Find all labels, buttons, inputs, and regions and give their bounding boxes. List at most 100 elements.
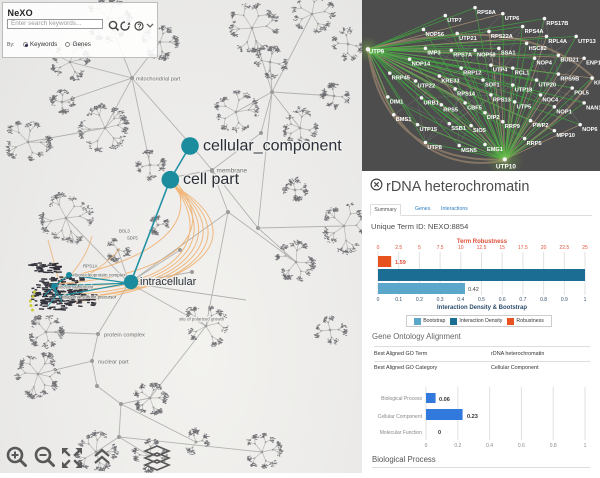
svg-text:Biological Process: Biological Process [381,396,422,402]
svg-text:site of polarized growth: site of polarized growth [179,317,225,322]
svg-text:0: 0 [425,443,428,449]
svg-text:RPS14: RPS14 [457,91,476,97]
svg-text:0.3: 0.3 [437,297,444,303]
svg-text:POL5: POL5 [574,90,589,96]
svg-text:0.9: 0.9 [561,297,568,303]
svg-text:UTP9: UTP9 [369,49,385,55]
svg-text:?: ? [137,23,141,30]
svg-text:UTP20: UTP20 [539,82,557,88]
svg-text:NOP1: NOP1 [556,109,571,115]
svg-text:UTP22: UTP22 [418,83,436,89]
svg-text:nuclear part: nuclear part [98,360,129,366]
svg-text:0: 0 [438,430,441,436]
svg-text:mitochondrial part: mitochondrial part [136,77,181,83]
svg-text:0.6: 0.6 [499,297,506,303]
svg-text:SSA1: SSA1 [501,51,516,57]
svg-text:RRP45: RRP45 [392,76,410,82]
svg-text:RPS8A: RPS8A [477,10,496,16]
svg-text:Interaction Density & Bootstra: Interaction Density & Bootstrap [437,305,527,311]
svg-text:NOP14: NOP14 [412,62,431,68]
svg-text:SSB1: SSB1 [451,126,466,132]
svg-text:0.8: 0.8 [550,443,557,449]
svg-text:0: 0 [377,297,380,303]
svg-text:RPS5: RPS5 [443,107,458,113]
svg-text:DIP2: DIP2 [487,115,500,121]
svg-text:UTP13: UTP13 [578,39,596,45]
svg-text:15: 15 [499,245,505,251]
svg-text:KRE: KRE [594,81,600,87]
svg-text:0.42: 0.42 [468,287,479,293]
svg-text:7.5: 7.5 [437,245,444,251]
svg-text:1: 1 [584,297,587,303]
svg-text:Cellular Component: Cellular Component [378,414,423,420]
svg-text:cellular_component: cellular_component [203,138,342,155]
svg-text:IMP3: IMP3 [427,51,440,57]
svg-text:ribosomal subunit precursor: ribosomal subunit precursor [62,295,117,300]
svg-text:UTP5: UTP5 [517,104,531,110]
svg-text:RRP12: RRP12 [463,71,481,77]
svg-text:intracellular: intracellular [140,276,197,288]
svg-text:0.23: 0.23 [467,414,478,420]
svg-text:NOP6: NOP6 [582,127,597,133]
svg-text:BOL3: BOL3 [119,229,130,234]
svg-text:0.4: 0.4 [457,297,464,303]
svg-text:0.6: 0.6 [518,443,525,449]
svg-text:BUD21: BUD21 [560,58,579,64]
svg-text:RPS17B: RPS17B [546,21,568,27]
svg-text:SDF5: SDF5 [127,236,138,241]
svg-text:CBF5: CBF5 [467,105,482,111]
svg-text:RPS9B: RPS9B [560,77,579,83]
svg-text:MSN5: MSN5 [461,148,477,154]
svg-text:Molecular Function: Molecular Function [380,430,422,436]
svg-text:KRE33: KRE33 [441,79,459,85]
svg-text:ribonucleoprotein complex: ribonucleoprotein complex [73,273,126,278]
svg-text:RCL1: RCL1 [515,71,530,77]
svg-text:RRP9: RRP9 [505,124,520,130]
svg-text:NAN1: NAN1 [586,105,600,111]
svg-text:PWP2: PWP2 [533,123,549,129]
svg-text:Term Robustness: Term Robustness [457,239,508,245]
svg-text:0.5: 0.5 [478,297,485,303]
svg-text:RPS22A: RPS22A [491,34,513,40]
svg-text:UTP8: UTP8 [427,145,441,151]
svg-text:protein complex: protein complex [104,333,145,339]
svg-text:NOP58: NOP58 [477,53,496,59]
svg-text:SOF1: SOF1 [485,82,500,88]
svg-text:RPS7A: RPS7A [453,53,472,59]
svg-text:20: 20 [541,245,547,251]
svg-text:UTP18: UTP18 [515,87,533,93]
svg-text:HSC82: HSC82 [529,46,547,52]
svg-text:12.5: 12.5 [477,245,487,251]
svg-text:membrane: membrane [217,168,248,175]
svg-text:UTP7: UTP7 [447,18,461,24]
svg-text:1: 1 [584,443,587,449]
svg-text:22.5: 22.5 [559,245,569,251]
svg-text:RPL4A: RPL4A [548,39,567,45]
svg-text:0.2: 0.2 [454,443,461,449]
svg-text:UTP4: UTP4 [493,68,508,74]
svg-text:0: 0 [377,245,380,251]
svg-text:UTP10: UTP10 [496,163,516,170]
svg-text:UTP21: UTP21 [459,36,477,42]
svg-text:DIM1: DIM1 [390,99,403,105]
svg-text:25: 25 [582,245,588,251]
svg-text:RPS13: RPS13 [493,97,511,103]
svg-text:cell part: cell part [183,171,240,188]
svg-text:NOC4: NOC4 [542,97,559,103]
svg-text:RPS4A: RPS4A [525,29,544,35]
svg-text:1.59: 1.59 [395,260,406,266]
svg-text:SIO5: SIO5 [473,128,486,134]
svg-text:EMG1: EMG1 [487,147,503,153]
svg-text:2.5: 2.5 [395,245,402,251]
svg-text:17.5: 17.5 [518,245,528,251]
svg-text:ENP1: ENP1 [586,61,600,67]
svg-text:0.06: 0.06 [439,397,450,403]
svg-text:10: 10 [458,245,464,251]
svg-text:RRP5: RRP5 [527,141,542,147]
svg-text:NOP4: NOP4 [537,61,553,67]
svg-text:5: 5 [418,245,421,251]
svg-text:0.2: 0.2 [416,297,423,303]
svg-text:ribosomal subunit: ribosomal subunit [58,285,94,290]
svg-text:NOP56: NOP56 [425,32,443,38]
svg-text:UTP15: UTP15 [420,127,438,133]
